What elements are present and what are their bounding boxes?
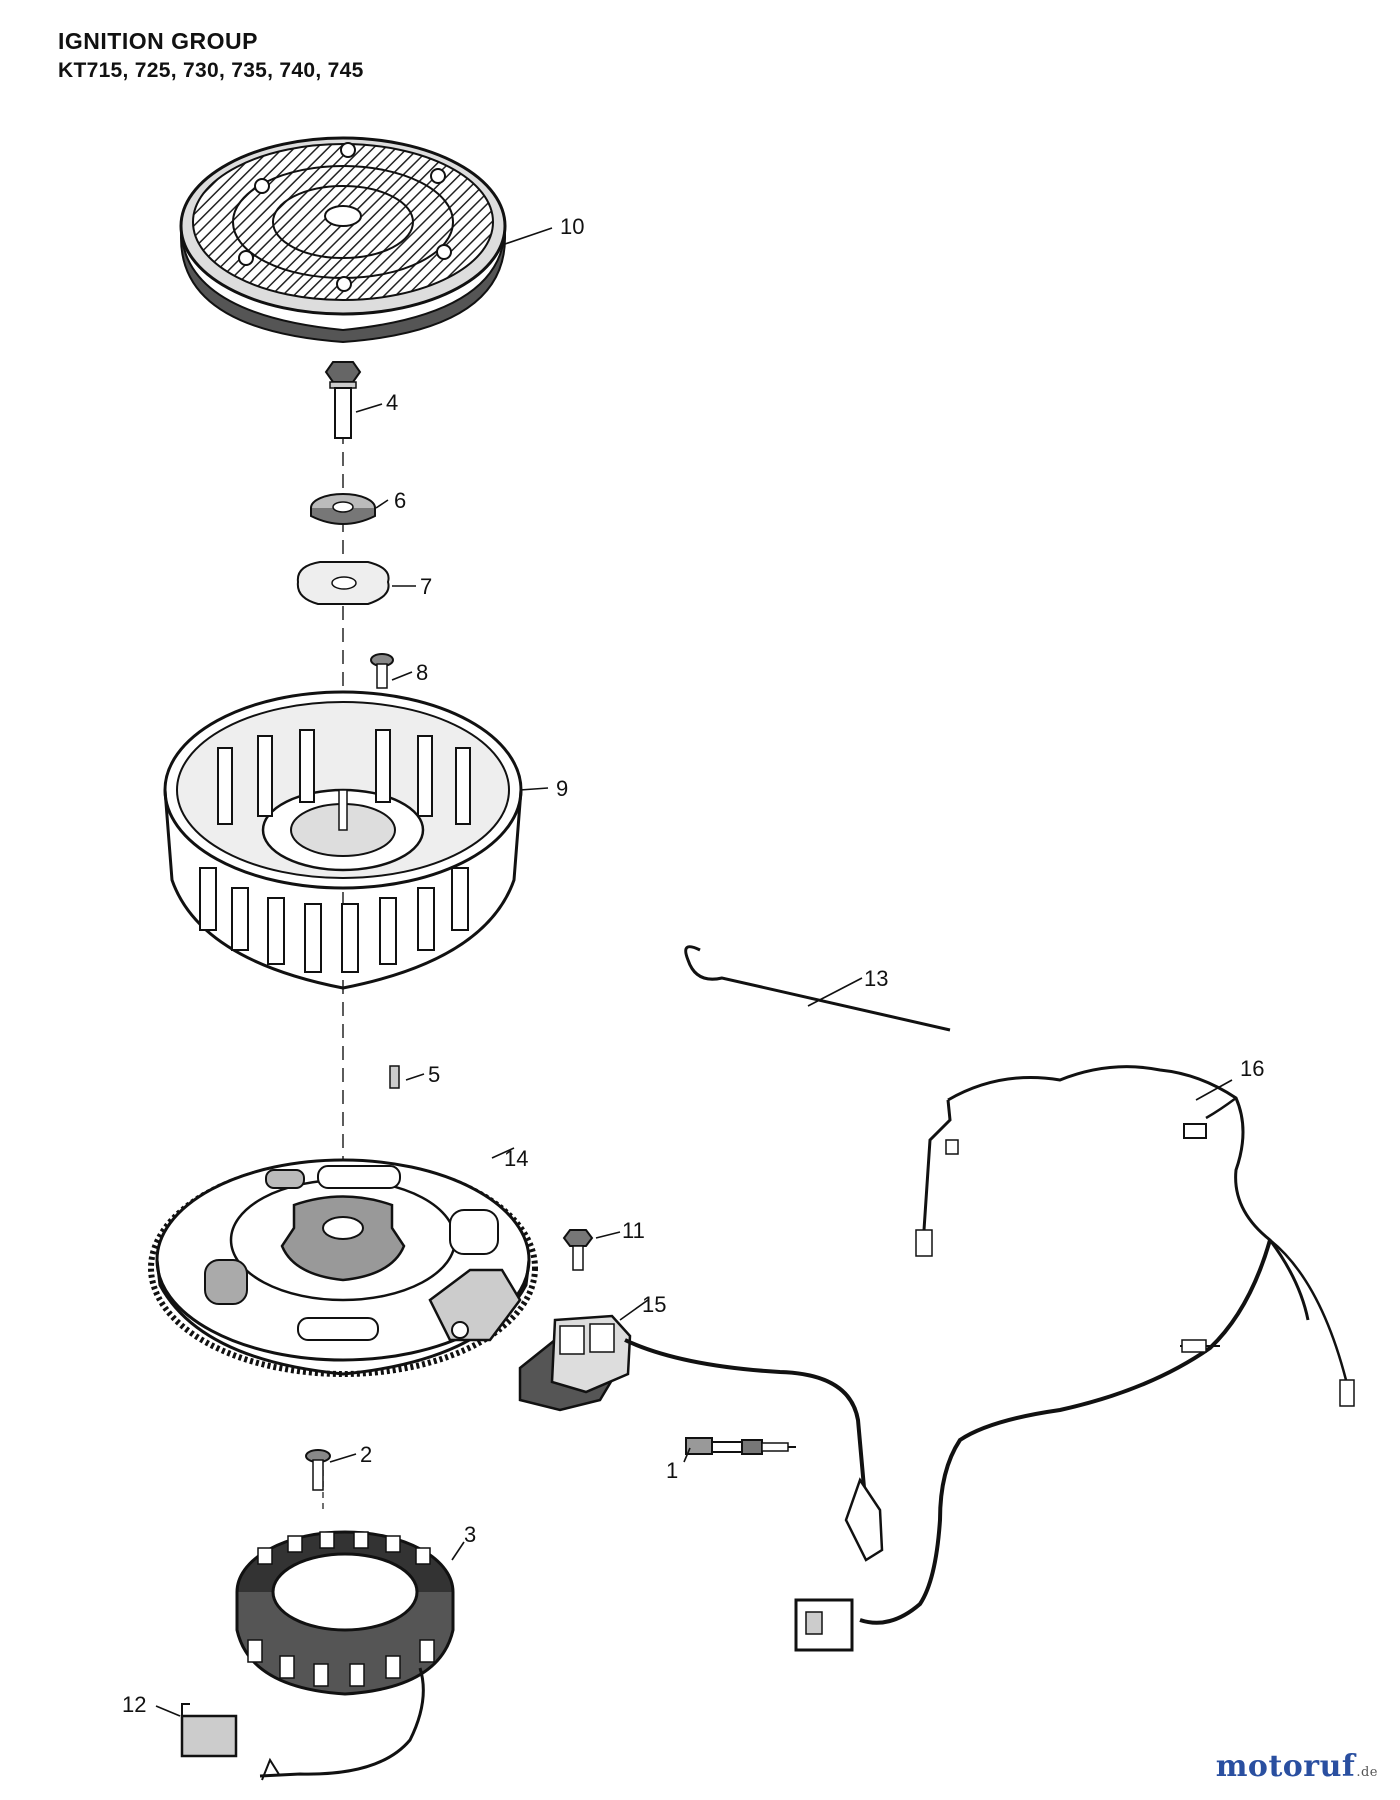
washer-part [310,493,376,525]
callout-13: 13 [864,966,888,991]
stator-screw-part [305,1449,331,1491]
watermark-logo: motoruf.de [1216,1749,1378,1784]
stator-part [235,1530,455,1781]
grass-screen-part [179,136,507,344]
callout-3: 3 [464,1522,476,1547]
spark-plug-part [685,1437,796,1455]
callout-7: 7 [420,574,432,599]
watermark-text: motoruf [1215,1749,1356,1784]
callout-16: 16 [1240,1056,1264,1081]
callout-9: 9 [556,776,568,801]
flywheel-key-part [389,1065,400,1089]
callout-10: 10 [560,214,584,239]
callout-12: 12 [122,1692,146,1717]
cable-tie-part [684,945,951,1032]
wiring-harness-part [794,1065,1355,1652]
fan-retainer-part [296,561,390,605]
flywheel-bolt-part [324,361,362,439]
watermark-suffix: .de [1356,1765,1378,1780]
callout-14: 14 [504,1146,528,1171]
callout-8: 8 [416,660,428,685]
callout-4: 4 [386,390,398,415]
callout-11: 11 [622,1218,645,1243]
callout-1: 1 [666,1458,678,1483]
ignition-module-screw-part [562,1229,594,1271]
callout-6: 6 [394,488,406,513]
flywheel-part [148,1158,538,1377]
diagram-title: IGNITION GROUP [58,28,258,54]
callout-2: 2 [360,1442,372,1467]
callout-15: 15 [642,1292,666,1317]
cooling-fan-part [163,690,523,990]
leader-lines [155,227,1233,1717]
model-list: KT715, 725, 730, 735, 740, 745 [58,59,364,82]
title-block: IGNITION GROUP KT715, 725, 730, 735, 740… [58,28,364,83]
callout-5: 5 [428,1062,440,1087]
fan-screw-part [370,653,394,689]
rectifier-bracket-part [180,1703,238,1758]
ignition-module-part [518,1314,884,1562]
